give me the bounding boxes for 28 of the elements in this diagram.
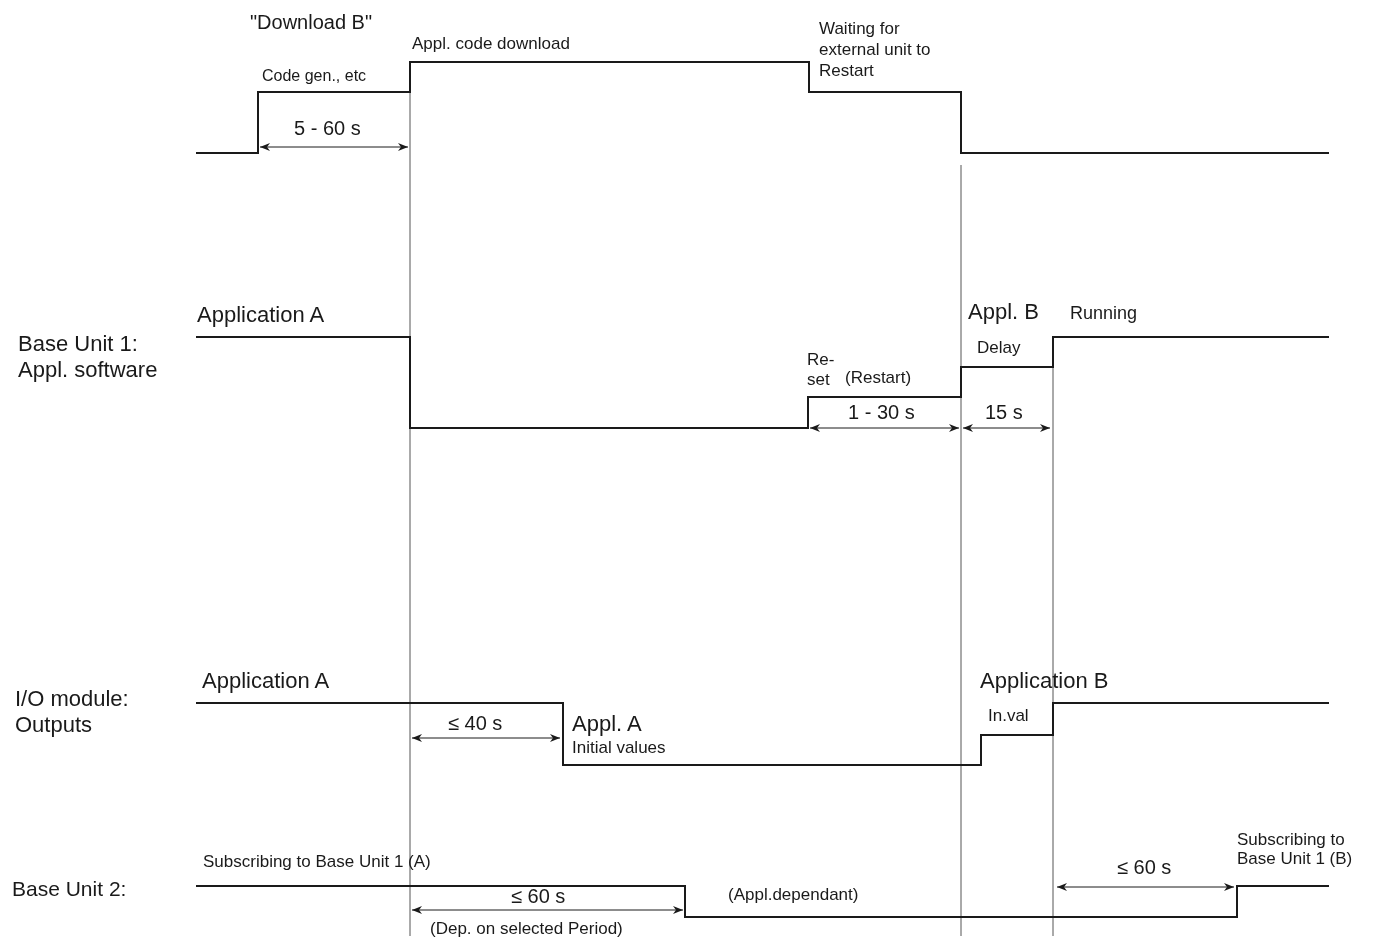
phase-label: Re- set	[807, 350, 835, 390]
phase-label: Code gen., etc	[262, 66, 367, 86]
duration-label: 15 s	[985, 400, 1023, 424]
phase-label: Waiting for external unit to Restart	[819, 18, 932, 81]
phase-label: In.val	[988, 706, 1029, 726]
state-label: Subscribing to Base Unit 1 (B)	[1237, 830, 1354, 868]
state-label: Subscribing to Base Unit 1 (A)	[203, 852, 431, 872]
duration-label: 1 - 30 s	[848, 400, 915, 424]
duration-label: ≤ 40 s	[448, 711, 503, 735]
row-label: Base Unit 2:	[12, 876, 127, 901]
state-label: Application A	[197, 302, 325, 328]
state-label: Application A	[202, 668, 330, 694]
phase-label: (Restart)	[845, 368, 912, 388]
state-label: Appl. A	[572, 711, 642, 737]
phase-label: (Appl.dependant)	[728, 885, 859, 905]
phase-label: Appl. code download	[412, 34, 570, 54]
state-label: Running	[1070, 302, 1138, 324]
signal-label: "Download B"	[250, 10, 373, 34]
duration-label: ≤ 60 s	[511, 884, 566, 908]
row-label: I/O module: Outputs	[15, 686, 130, 738]
phase-label: Delay	[977, 338, 1021, 358]
duration-label: 5 - 60 s	[294, 116, 361, 140]
row-label: Base Unit 1: Appl. software	[18, 331, 159, 383]
state-label: Application B	[980, 668, 1109, 694]
duration-label: ≤ 60 s	[1117, 855, 1172, 879]
phase-label: Initial values	[572, 738, 666, 758]
note-label: (Dep. on selected Period)	[430, 919, 623, 939]
state-label: Appl. B	[968, 299, 1039, 325]
